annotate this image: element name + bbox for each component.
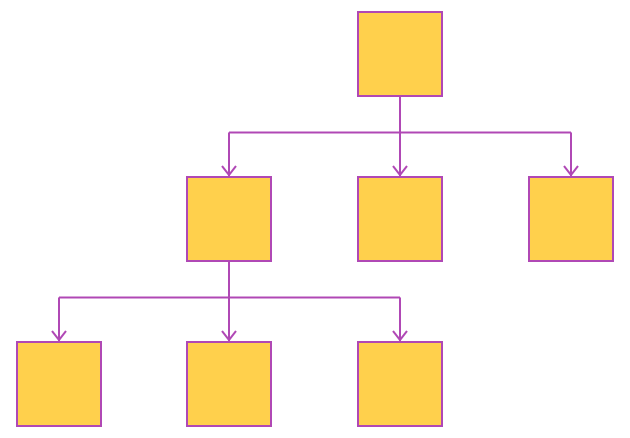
node-b xyxy=(357,176,443,262)
arrowhead-icon xyxy=(392,165,408,177)
node-root xyxy=(357,11,443,97)
arrowhead-icon xyxy=(51,330,67,342)
arrowhead-icon xyxy=(221,330,237,342)
node-c xyxy=(528,176,614,262)
arrowhead-icon xyxy=(221,165,237,177)
node-a xyxy=(186,176,272,262)
node-a3 xyxy=(357,341,443,427)
node-a2 xyxy=(186,341,272,427)
arrowhead-icon xyxy=(392,330,408,342)
node-a1 xyxy=(16,341,102,427)
arrowhead-icon xyxy=(563,165,579,177)
